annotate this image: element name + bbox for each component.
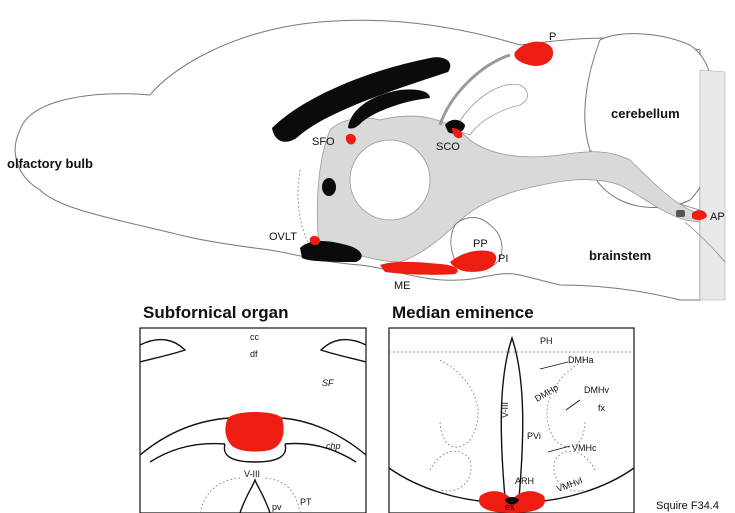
me-panel-frame xyxy=(389,328,634,513)
sfo-label-df: df xyxy=(250,349,258,359)
label-ovlt: OVLT xyxy=(269,231,297,243)
me-label-ex: ex xyxy=(505,502,515,512)
figure-credit: Squire F34.4 xyxy=(656,500,719,512)
title-median-eminence: Median eminence xyxy=(392,303,534,322)
spinal-stub-shading xyxy=(700,70,725,300)
ap-tract-stub xyxy=(676,210,685,217)
me-label-v3: V-III xyxy=(500,402,510,418)
me-label-dmhv: DMHv xyxy=(584,385,609,395)
me-label-fx: fx xyxy=(598,403,606,413)
label-pi: PI xyxy=(498,253,508,265)
me-label-pvi: PVi xyxy=(527,431,541,441)
label-me: ME xyxy=(394,280,411,292)
label-sfo: SFO xyxy=(312,136,335,148)
label-olfactory-bulb: olfactory bulb xyxy=(7,156,93,171)
sfo-organ-section xyxy=(225,412,283,452)
label-brainstem: brainstem xyxy=(589,248,651,263)
sfo-label-pv: pv xyxy=(272,502,282,512)
label-p: P xyxy=(549,31,556,43)
massa-intermedia xyxy=(350,140,430,220)
label-ap: AP xyxy=(710,211,725,223)
label-sco: SCO xyxy=(436,141,460,153)
me-label-arh: ARH xyxy=(515,476,534,486)
label-pp: PP xyxy=(473,238,488,250)
me-label-dmha: DMHa xyxy=(568,355,594,365)
anterior-commissure xyxy=(322,178,336,196)
sfo-label-chp: chp xyxy=(326,441,341,451)
sfo-label-v3: V-III xyxy=(244,469,260,479)
me-label-vmhc: VMHc xyxy=(572,443,597,453)
me-label-ph: PH xyxy=(540,336,553,346)
sfo-label-pt: PT xyxy=(300,497,312,507)
title-subfornical-organ: Subfornical organ xyxy=(143,303,288,322)
sfo-label-cc: cc xyxy=(250,332,260,342)
label-cerebellum: cerebellum xyxy=(611,106,680,121)
median-eminence-panel xyxy=(389,328,634,513)
sfo-label-sf: SF xyxy=(322,378,334,388)
